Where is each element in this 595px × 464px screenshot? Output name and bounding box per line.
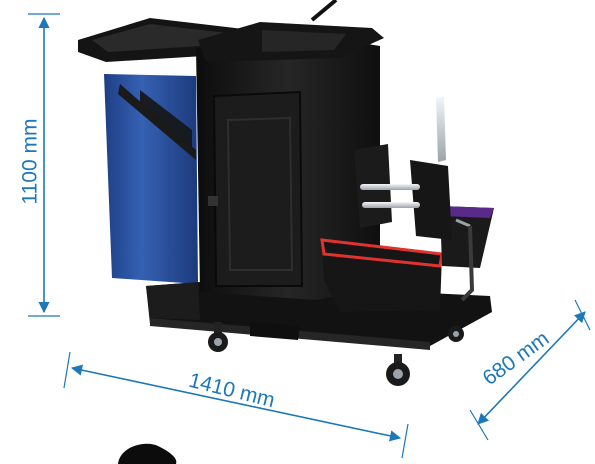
height-dimension-label: 1100 mm (18, 118, 42, 205)
width-arrow (70, 364, 402, 442)
bucket-red-band (320, 238, 444, 268)
wringer-handle (436, 96, 446, 162)
depth-dimension (469, 299, 591, 441)
depth-arrow (477, 311, 586, 425)
height-dimension (28, 13, 60, 317)
cleaning-cart (78, 0, 494, 386)
castor-wheel (208, 322, 228, 352)
castor-wheel (448, 326, 464, 342)
castor-wheel (386, 354, 410, 386)
logo-mark (118, 443, 177, 464)
width-dimension (63, 351, 409, 459)
